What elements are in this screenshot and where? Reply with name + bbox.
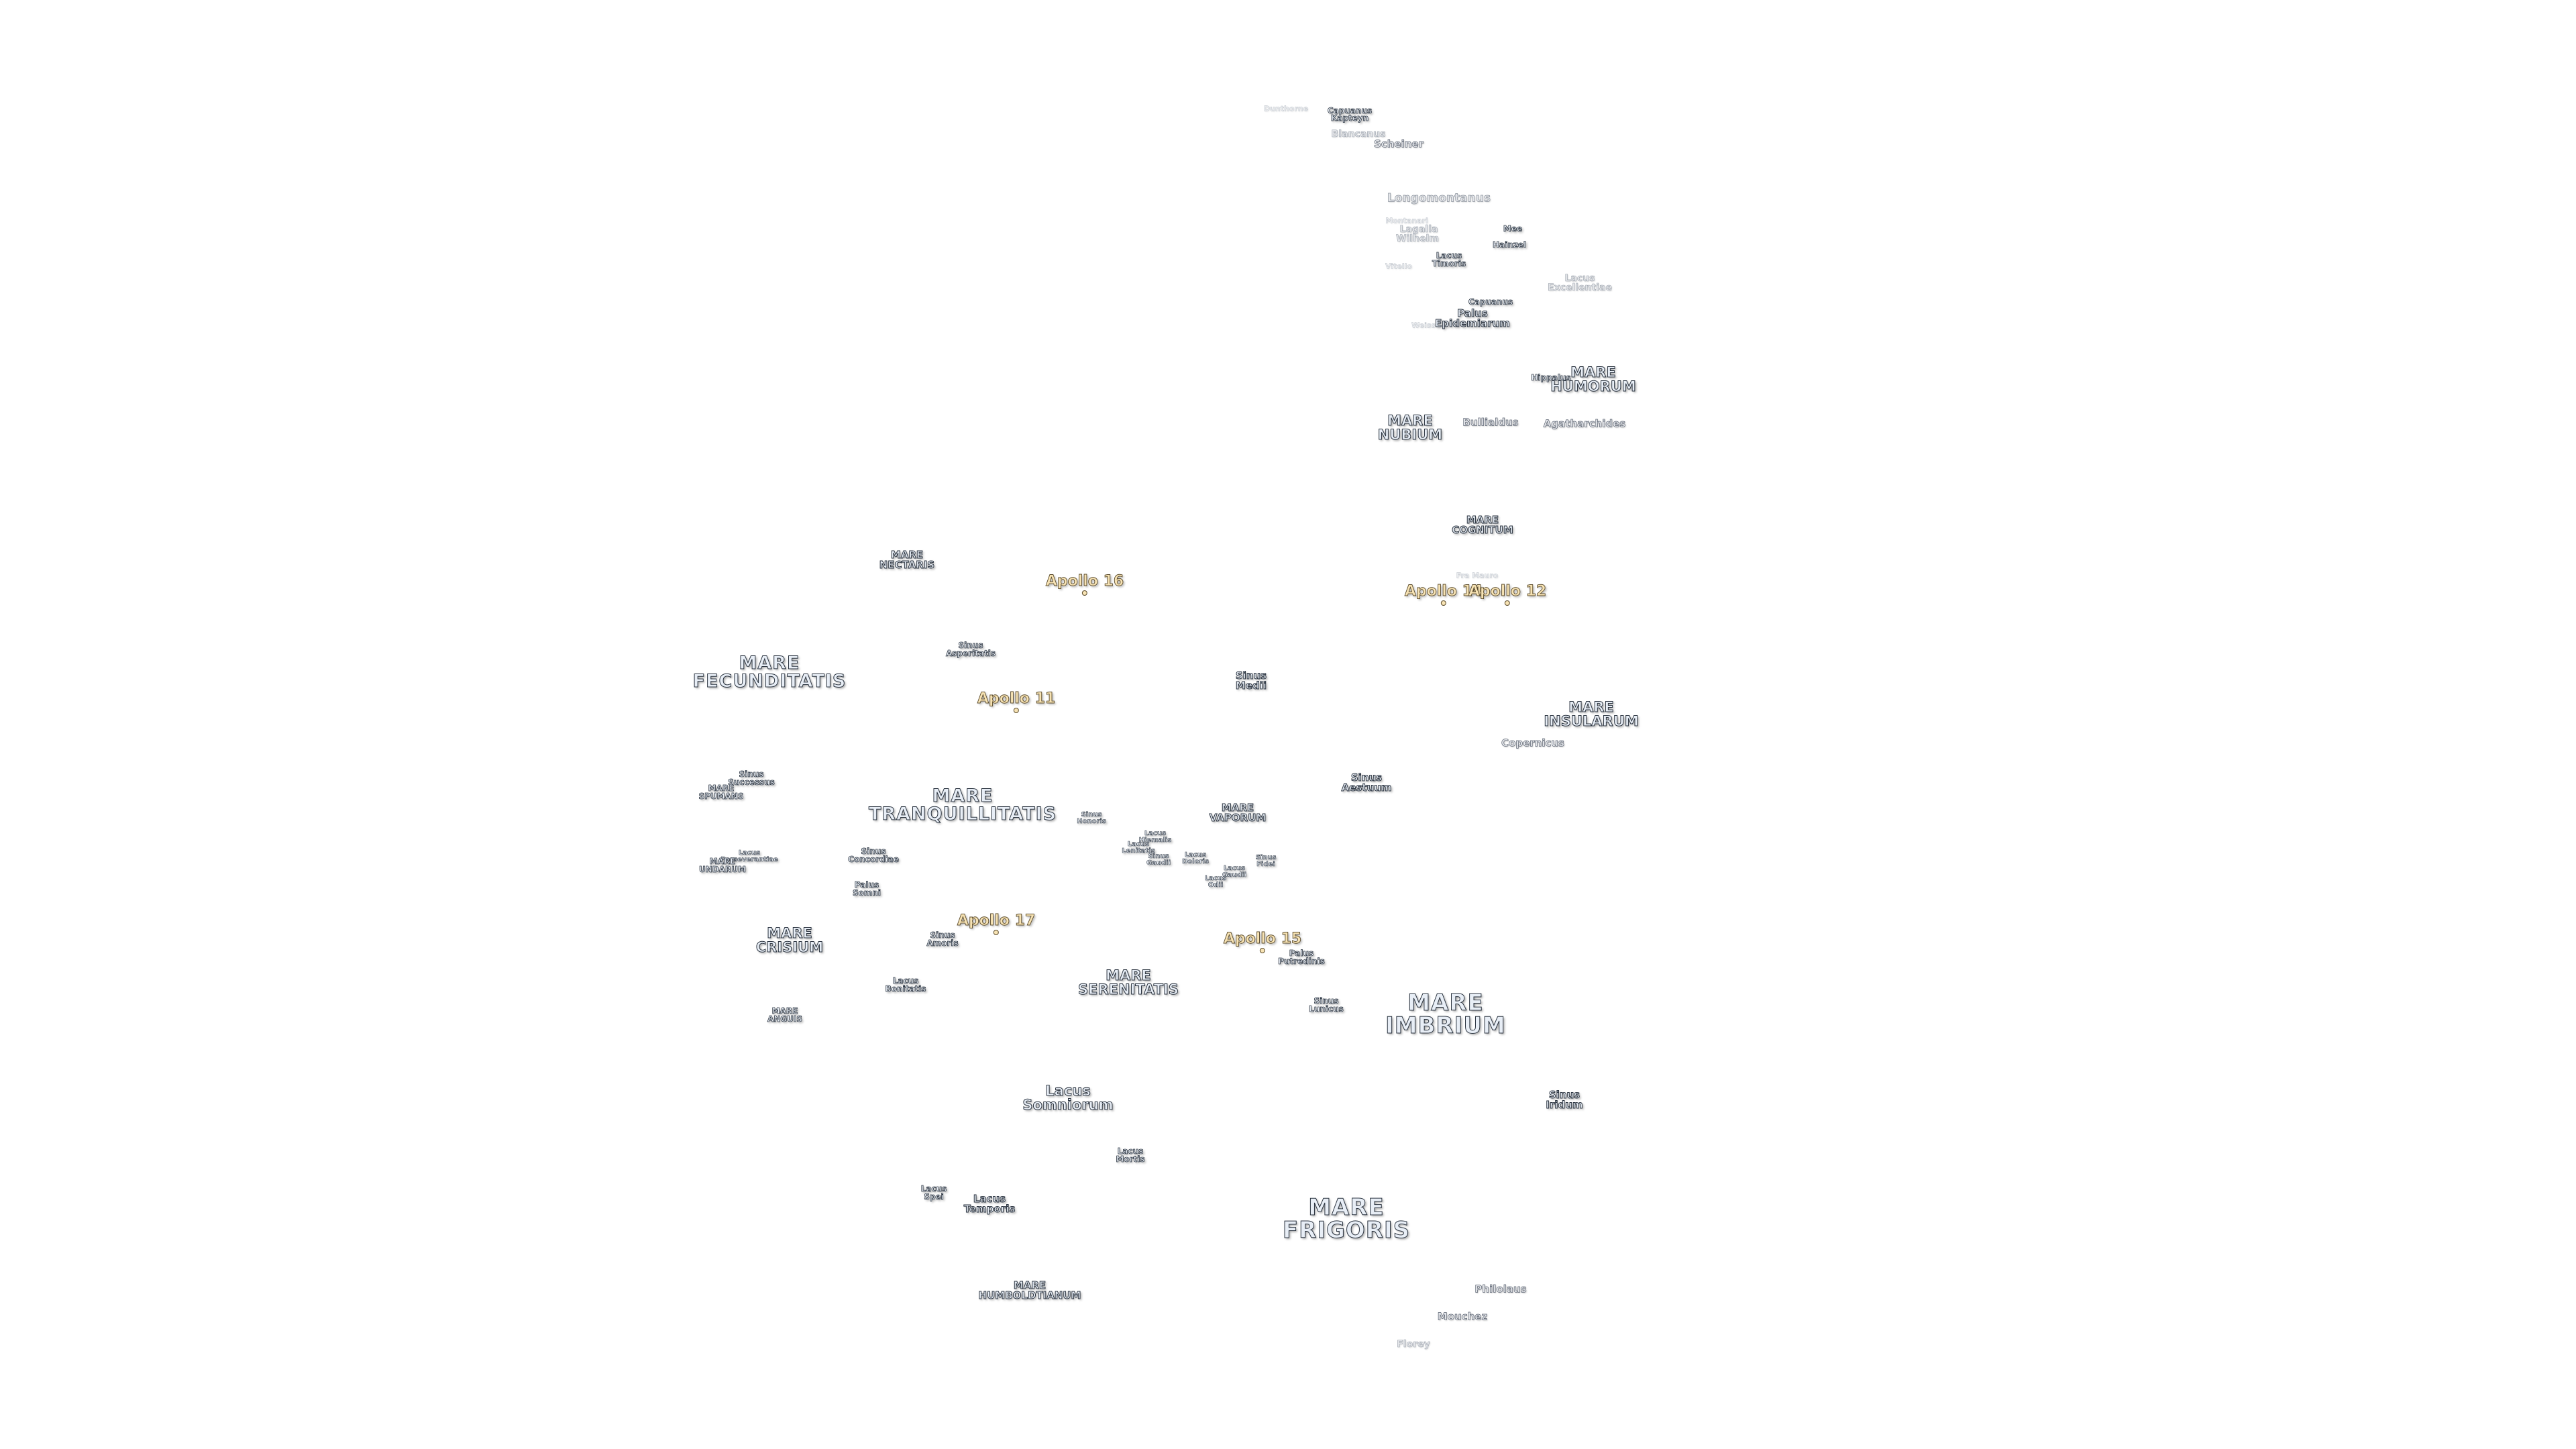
crater-label-weiss[interactable]: Weiss	[1411, 321, 1436, 330]
sinus-successus-label[interactable]: Sinus Successus	[728, 769, 775, 787]
lacus-doloris-label[interactable]: Lacus Doloris	[1182, 851, 1209, 865]
crater-label-vitello[interactable]: Vitello	[1385, 262, 1412, 271]
mare-cognitum-label[interactable]: MARE COGNITUM	[1452, 514, 1514, 536]
crater-label-capuanus[interactable]: Capuanus	[1327, 106, 1373, 115]
apollo-15-label: Apollo 15	[1223, 930, 1302, 947]
apollo-15-site[interactable]: Apollo 15	[1223, 930, 1302, 953]
crater-label-dunthorne[interactable]: Dunthorne	[1263, 104, 1309, 113]
crater-label-bullialdus[interactable]: Bullialdus	[1462, 416, 1519, 429]
apollo-12-label: Apollo 12	[1468, 583, 1547, 600]
apollo-14-site[interactable]: Apollo 14	[1404, 583, 1483, 606]
apollo-12-marker	[1504, 600, 1510, 606]
mare-undarum-label[interactable]: MARE UNDARUM	[699, 857, 747, 874]
lacus-perseverantiae-label[interactable]: Lacus Perseverantiae	[720, 849, 778, 863]
palus-somni-label[interactable]: Palus Somni	[852, 880, 881, 898]
crater-label-scheiner[interactable]: Scheiner	[1374, 138, 1424, 150]
mare-nectaris-label[interactable]: MARE NECTARIS	[879, 549, 935, 571]
apollo-16-label: Apollo 16	[1045, 573, 1124, 590]
crater-label-kapteyn[interactable]: Kapteyn	[1330, 113, 1369, 123]
lacus-temporis-label[interactable]: Lacus Temporis	[963, 1193, 1016, 1215]
mare-crisium-label[interactable]: MARE CRISIUM	[755, 925, 824, 955]
lacus-spei-label[interactable]: Lacus Spei	[920, 1184, 947, 1201]
mare-frigoris-label[interactable]: MARE FRIGORIS	[1282, 1194, 1411, 1244]
apollo-11-site[interactable]: Apollo 11	[977, 690, 1056, 713]
mare-nubium-label[interactable]: MARE NUBIUM	[1377, 413, 1443, 443]
mare-tranquillitatis-label[interactable]: MARE TRANQUILLITATIS	[868, 786, 1057, 824]
mare-humorum-label[interactable]: MARE HUMORUM	[1550, 364, 1636, 394]
sinus-amoris-label[interactable]: Sinus Amoris	[926, 930, 959, 948]
crater-label-lagalla[interactable]: Lagalla	[1399, 224, 1438, 235]
apollo-15-marker	[1259, 948, 1265, 953]
sinus-asperitatis-label[interactable]: Sinus Asperitatis	[945, 641, 996, 658]
sinus-aestuum-label[interactable]: Sinus Aestuum	[1341, 771, 1392, 794]
lacus-odii-label[interactable]: Lacus Odii	[1204, 875, 1227, 889]
apollo-11-label: Apollo 11	[977, 690, 1056, 707]
lacus-mortis-label[interactable]: Lacus Mortis	[1116, 1146, 1145, 1164]
apollo-17-site[interactable]: Apollo 17	[957, 912, 1036, 935]
sinus-fidei-label[interactable]: Sinus Fidei	[1255, 854, 1277, 868]
crater-label-blancanus[interactable]: Blancanus	[1331, 129, 1386, 140]
crater-label-longomontanus[interactable]: Longomontanus	[1387, 191, 1491, 205]
apollo-17-label: Apollo 17	[957, 912, 1036, 929]
mare-vaporum-label[interactable]: MARE VAPORUM	[1209, 802, 1267, 824]
lacus-excellentiae-label[interactable]: Lacus Excellentiae	[1548, 273, 1612, 293]
palus-epidemiarum-label[interactable]: Palus Epidemiarum	[1435, 307, 1511, 329]
mare-humboldtianum-label[interactable]: MARE HUMBOLDTIANUM	[978, 1279, 1081, 1301]
lacus-hiemalis-label[interactable]: Lacus Hiemalis	[1138, 830, 1172, 844]
apollo-14-marker	[1440, 600, 1446, 606]
apollo-17-marker	[993, 930, 999, 935]
crater-label-mouchez[interactable]: Mouchez	[1437, 1310, 1488, 1323]
apollo-16-marker	[1081, 590, 1087, 596]
mare-serenitatis-label[interactable]: MARE SERENITATIS	[1078, 967, 1179, 998]
sinus-iridum-label[interactable]: Sinus Iridum	[1546, 1089, 1583, 1111]
mare-fecunditatis-label[interactable]: MARE FECUNDITATIS	[692, 653, 847, 692]
crater-label-fra-mauro[interactable]: Fra Mauro	[1456, 571, 1499, 580]
sinus-gaudii-label[interactable]: Sinus Gaudii	[1146, 853, 1171, 867]
crater-label-hippalus[interactable]: Hippalus	[1531, 373, 1571, 382]
mare-insularum-label[interactable]: MARE INSULARUM	[1544, 699, 1639, 729]
lacus-bonitatis-label[interactable]: Lacus Bonitatis	[885, 976, 926, 994]
crater-label-copernicus[interactable]: Copernicus	[1501, 737, 1565, 749]
crater-label-wilhelm[interactable]: Wilhelm	[1396, 233, 1439, 244]
sinus-honoris-label[interactable]: Sinus Honoris	[1077, 811, 1106, 825]
crater-label-agatharchides[interactable]: Agatharchides	[1543, 417, 1626, 430]
crater-label-florey[interactable]: Florey	[1397, 1339, 1430, 1350]
crater-label-capuanus-2[interactable]: Capuanus	[1468, 297, 1513, 307]
mare-anguis-label[interactable]: MARE ANGUIS	[767, 1006, 803, 1024]
crater-label-philolaus[interactable]: Philolaus	[1474, 1283, 1527, 1295]
lacus-lenitatis-label[interactable]: Lacus Lenitatis	[1122, 841, 1155, 855]
sinus-concordiae-label[interactable]: Sinus Concordiae	[848, 847, 900, 864]
lacus-gaudii-label[interactable]: Lacus Gaudii	[1222, 865, 1247, 879]
mare-spumans-label[interactable]: MARE SPUMANS	[698, 784, 744, 801]
apollo-16-site[interactable]: Apollo 16	[1045, 573, 1124, 596]
sinus-lunicus-label[interactable]: Sinus Lunicus	[1309, 996, 1344, 1014]
lacus-somniorum-label[interactable]: Lacus Somniorum	[1022, 1083, 1114, 1113]
apollo-12-site[interactable]: Apollo 12	[1468, 583, 1547, 606]
lacus-timoris-label[interactable]: Lacus Timoris	[1432, 251, 1466, 268]
palus-putredinis-label[interactable]: Palus Putredinis	[1278, 949, 1325, 966]
crater-label-hainzel[interactable]: Hainzel	[1492, 240, 1527, 250]
apollo-11-marker	[1013, 708, 1019, 713]
crater-label-montanari[interactable]: Montanari	[1385, 216, 1428, 225]
crater-label-mee[interactable]: Mee	[1503, 224, 1523, 233]
apollo-14-label: Apollo 14	[1404, 583, 1483, 600]
sinus-medii-label[interactable]: Sinus Medii	[1235, 669, 1267, 692]
mare-imbrium-label[interactable]: MARE IMBRIUM	[1385, 989, 1506, 1039]
